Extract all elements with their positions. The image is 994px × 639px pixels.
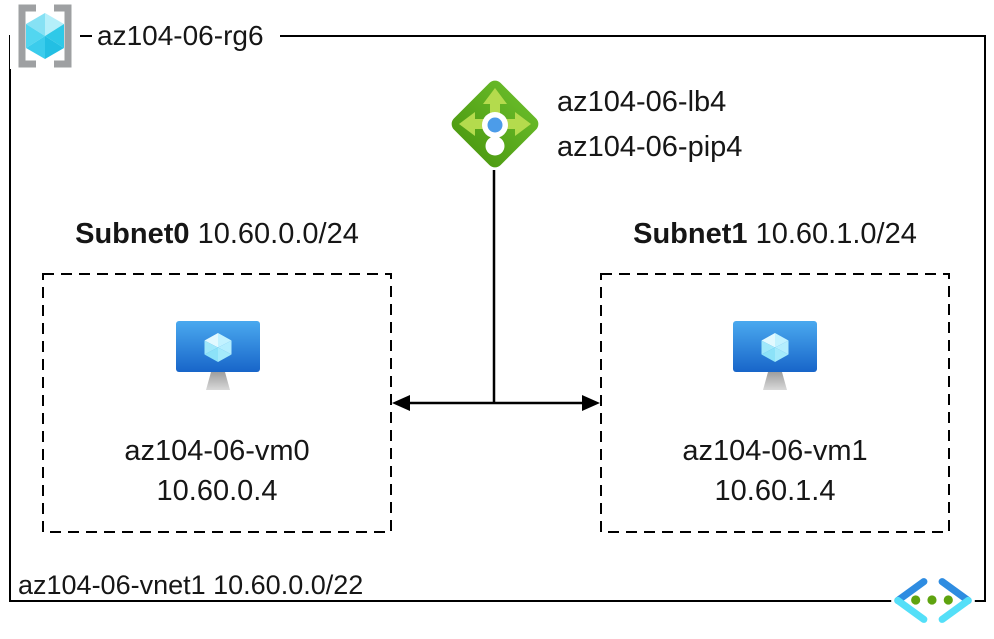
subnet0-cidr: 10.60.0.0/24 (197, 218, 359, 250)
arrowhead-left (392, 395, 410, 411)
public-ip-name: az104-06-pip4 (557, 131, 743, 163)
vm0-ip: 10.60.0.4 (156, 475, 278, 507)
arrowhead-right (582, 395, 600, 411)
resource-group-label: az104-06-rg6 (92, 20, 280, 51)
subnet1-label: Subnet1 10.60.1.0/24 (600, 214, 950, 254)
vm-icon-subnet1 (733, 321, 817, 390)
subnet0-name: Subnet0 (75, 218, 190, 250)
vm1-name: az104-06-vm1 (682, 435, 868, 467)
load-balancer-label: az104-06-lb4 az104-06-pip4 (557, 80, 742, 170)
vm0-label: az104-06-vm0 10.60.0.4 (42, 431, 392, 511)
subnet0-box (42, 273, 392, 533)
vm-icon-subnet0 (176, 321, 260, 390)
subnet1-name: Subnet1 (633, 218, 748, 250)
vnet-label: az104-06-vnet1 10.60.0.0/22 (18, 570, 364, 600)
load-balancer-icon (451, 80, 539, 168)
subnet0-label: Subnet0 10.60.0.0/24 (42, 214, 392, 254)
vm0-name: az104-06-vm0 (124, 435, 310, 467)
lb-to-subnets-connector (392, 170, 600, 411)
load-balancer-name: az104-06-lb4 (557, 86, 727, 118)
vm1-label: az104-06-vm1 10.60.1.4 (600, 431, 950, 511)
subnet1-box (600, 273, 950, 533)
resource-group-icon (10, 3, 80, 69)
vnet-icon (891, 574, 975, 627)
subnet1-cidr: 10.60.1.0/24 (755, 218, 917, 250)
vm1-ip: 10.60.1.4 (714, 475, 836, 507)
